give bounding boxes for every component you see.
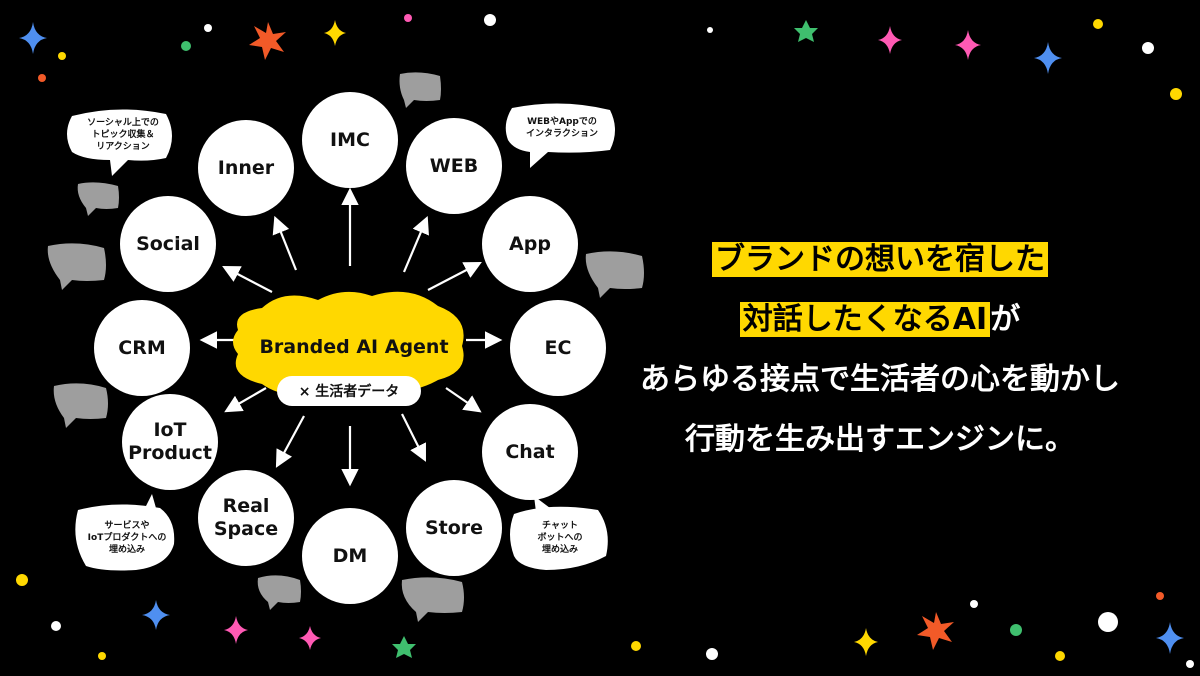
- node-social: Social: [120, 196, 216, 292]
- node-ec: EC: [510, 300, 606, 396]
- callout-iot: サービスや IoTプロダクトへの 埋め込み: [87, 521, 167, 555]
- headline-line-2-highlight: 対話したくなるAI: [739, 302, 991, 337]
- hub-blob: [233, 291, 464, 396]
- node-dm: DM: [302, 508, 398, 604]
- callout-chat: チャット ボットへの 埋め込み: [537, 521, 583, 555]
- node-inner: Inner: [198, 120, 294, 216]
- node-app: App: [482, 196, 578, 292]
- headline-line-3: あらゆる接点で生活者の心を動かし: [640, 362, 1120, 397]
- callout-social: ソーシャル上での トピック収集＆ リアクション: [87, 118, 159, 152]
- node-chat: Chat: [482, 404, 578, 500]
- hub-subtitle: × 生活者データ: [277, 376, 421, 406]
- node-store: Store: [406, 480, 502, 576]
- node-iot-product: IoT Product: [122, 394, 218, 490]
- hub-title: Branded AI Agent: [259, 336, 449, 358]
- headline-line-4: 行動を生み出すエンジンに。: [685, 422, 1075, 457]
- callout-web-app: WEBやAppでの インタラクション: [525, 117, 598, 139]
- headline-line-2-rest: が: [990, 302, 1021, 337]
- headline-line-1: ブランドの想いを宿した: [600, 242, 1160, 278]
- node-imc: IMC: [302, 92, 398, 188]
- headline-line-1-text: ブランドの想いを宿した: [712, 242, 1048, 277]
- node-crm: CRM: [94, 300, 190, 396]
- node-real-space: Real Space: [198, 470, 294, 566]
- node-web: WEB: [406, 118, 502, 214]
